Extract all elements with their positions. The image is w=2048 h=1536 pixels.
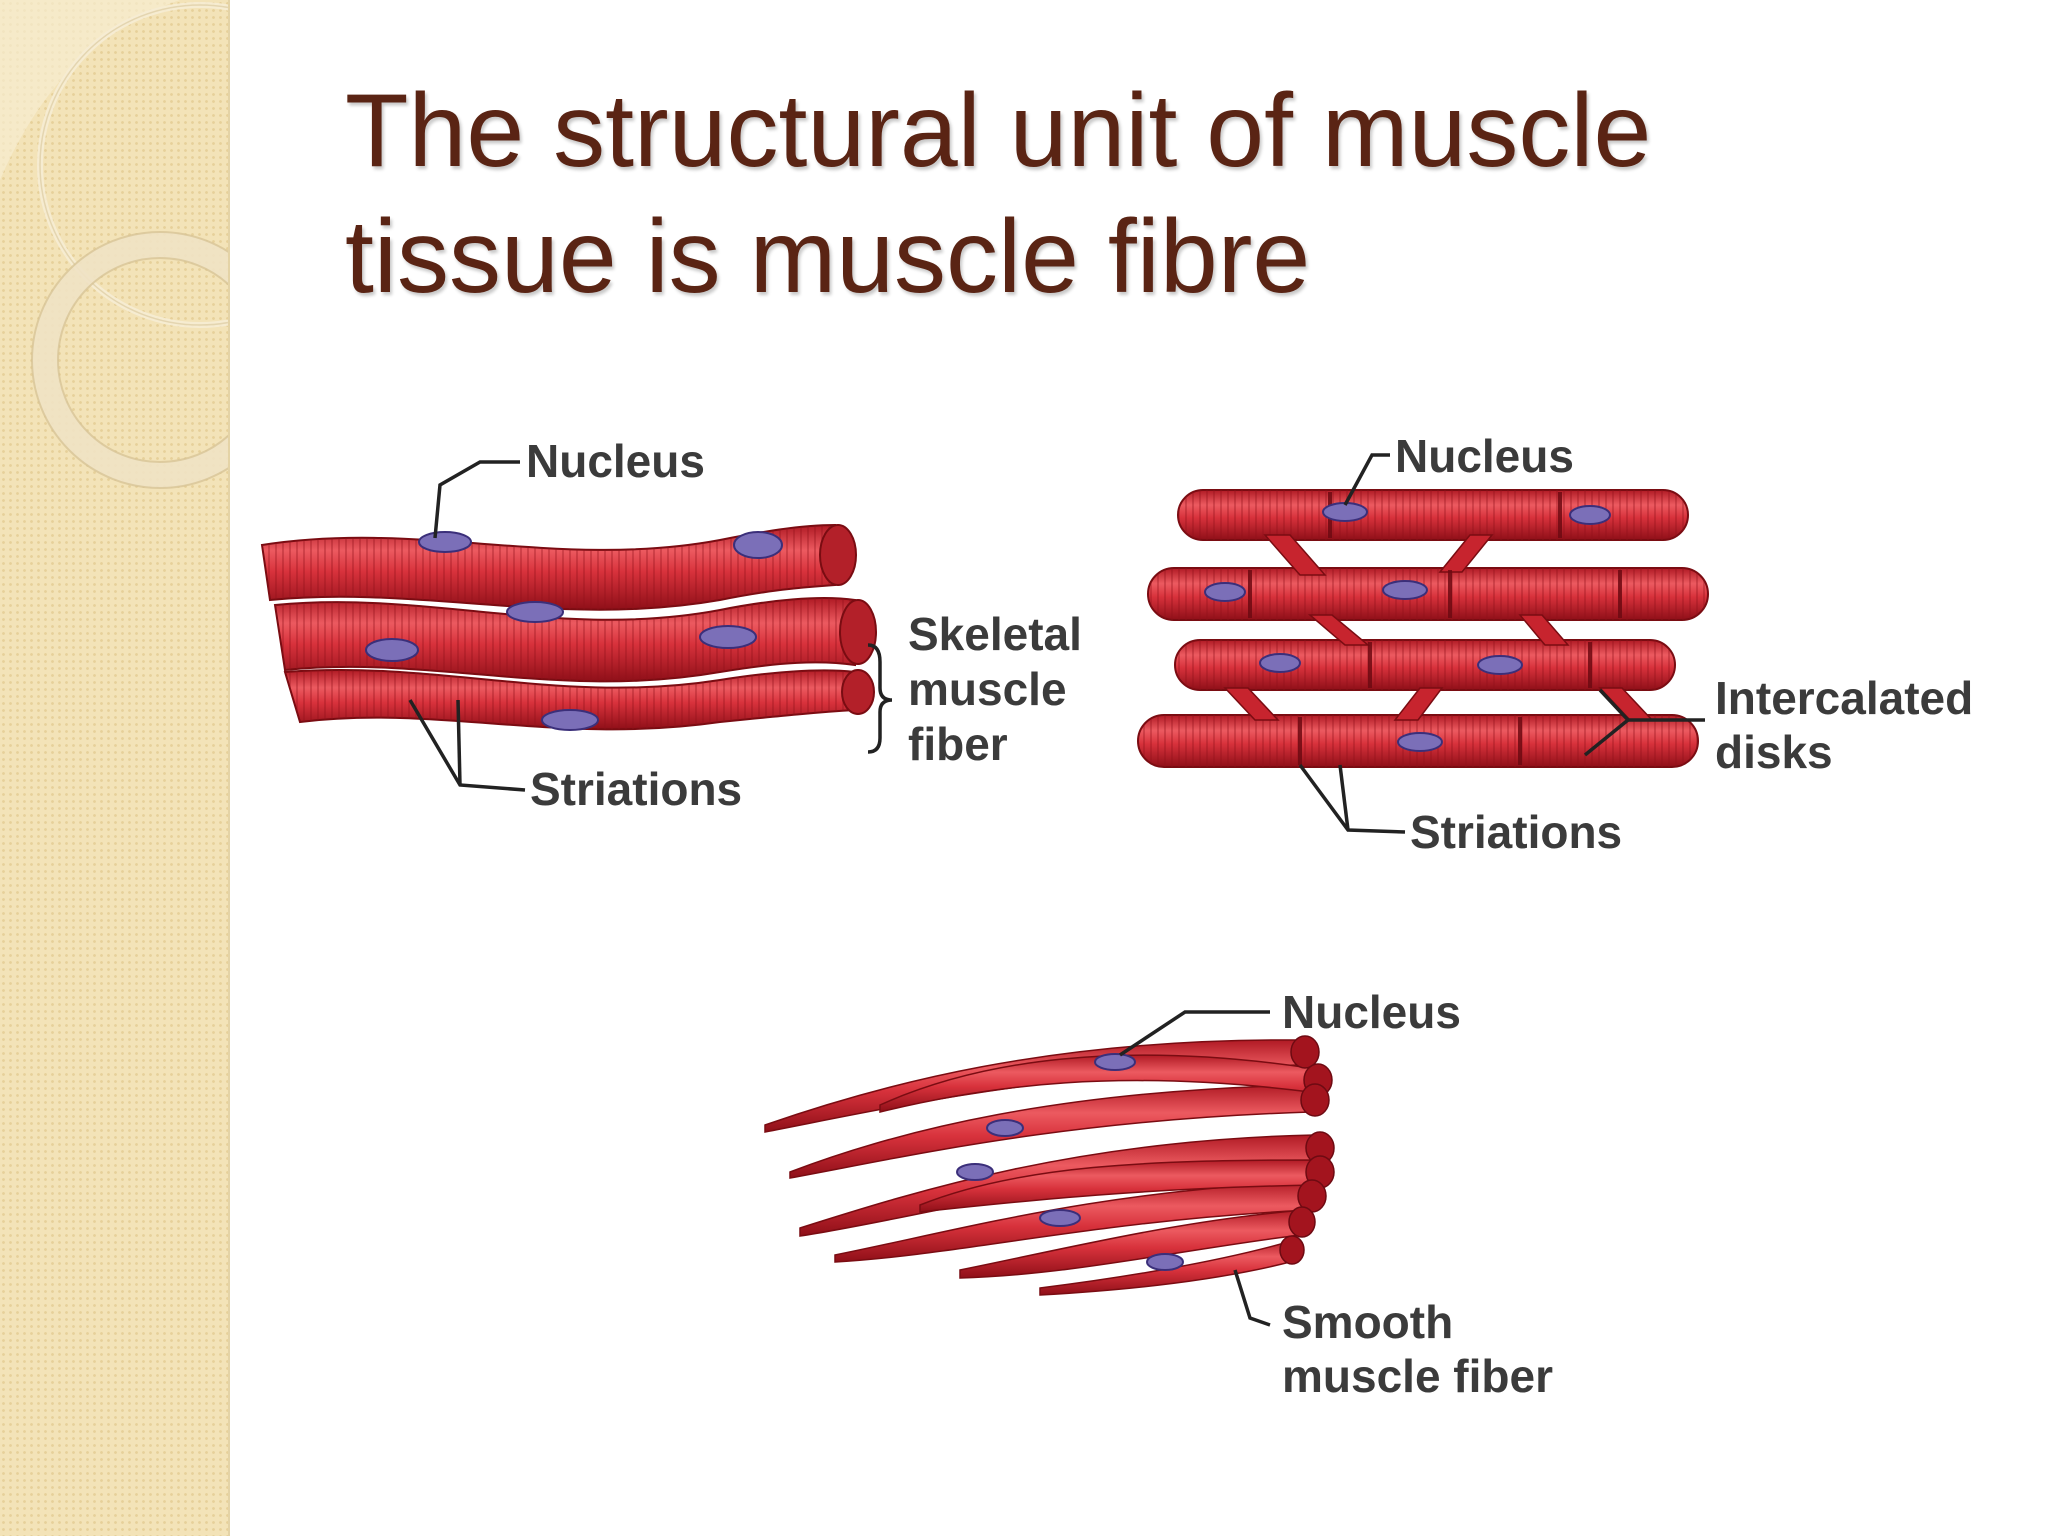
cardiac-striations-label: Striations bbox=[1410, 806, 1622, 858]
skeletal-nucleus-3 bbox=[506, 601, 564, 623]
smooth-nucleus-label: Nucleus bbox=[1282, 986, 1461, 1038]
sidebar-decoration bbox=[0, 0, 230, 1536]
title-line-2: tissue is muscle fibre bbox=[345, 199, 1311, 315]
skeletal-muscle-illustration bbox=[260, 523, 877, 731]
skeletal-nucleus-2 bbox=[733, 531, 783, 559]
skeletal-nucleus-4 bbox=[365, 638, 419, 662]
skeletal-striations-label: Striations bbox=[530, 763, 742, 815]
smooth-fiber-label-1: Smooth bbox=[1282, 1296, 1453, 1348]
skeletal-fiber-label-2: muscle bbox=[908, 663, 1067, 715]
skeletal-nucleus-1 bbox=[418, 531, 472, 553]
slide-title: The structural unit of muscle tissue is … bbox=[345, 68, 1945, 320]
cardiac-disks-label-2: disks bbox=[1715, 726, 1833, 778]
cardiac-disks-label-1: Intercalated bbox=[1715, 672, 1973, 724]
skeletal-nucleus-6 bbox=[541, 709, 599, 731]
title-line-1: The structural unit of muscle bbox=[345, 73, 1652, 189]
smooth-fiber-label-2: muscle fiber bbox=[1282, 1350, 1553, 1402]
smooth-muscle-illustration bbox=[764, 1035, 1335, 1296]
cardiac-nucleus-label: Nucleus bbox=[1395, 430, 1574, 482]
skeletal-fiber-label-1: Skeletal bbox=[908, 608, 1082, 660]
skeletal-fiber-label-3: fiber bbox=[908, 718, 1008, 770]
decorative-rings bbox=[0, 0, 228, 489]
skeletal-nucleus-label: Nucleus bbox=[526, 435, 705, 487]
skeletal-nucleus-5 bbox=[699, 625, 757, 649]
cardiac-muscle-illustration bbox=[1137, 489, 1709, 768]
